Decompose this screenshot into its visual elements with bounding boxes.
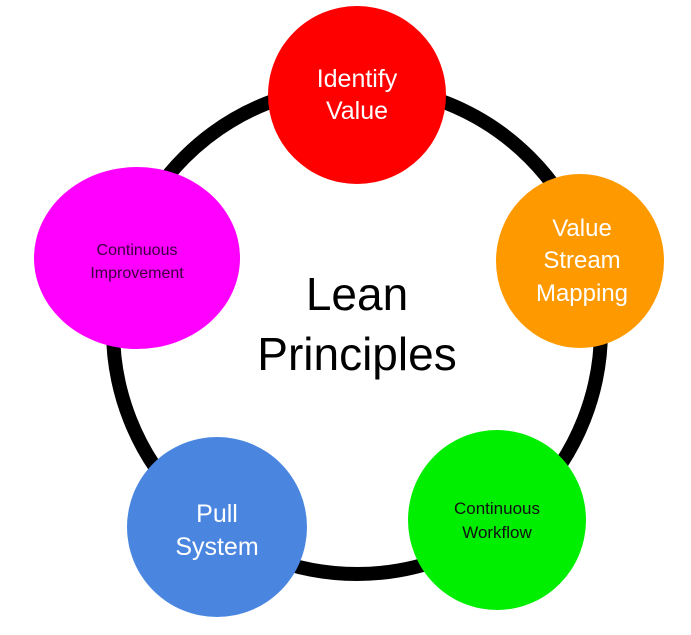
node-label-line-2: Stream: [543, 247, 620, 274]
node-identify-value: Identify Value: [268, 6, 446, 184]
node-label-line-2: Workflow: [462, 523, 532, 542]
node-circle: [408, 430, 586, 610]
node-circle: [127, 437, 307, 617]
node-label-line-3: Mapping: [536, 280, 628, 307]
center-title: Lean Principles: [257, 268, 456, 380]
node-label-line-2: Improvement: [90, 265, 184, 282]
node-continuous-workflow: Continuous Workflow: [408, 430, 586, 610]
node-label-line-1: Pull: [196, 500, 238, 528]
node-pull-system: Pull System: [127, 437, 307, 617]
center-title-line-1: Lean: [306, 268, 408, 320]
node-label-line-2: Value: [326, 97, 388, 125]
node-label-line-1: Value: [552, 215, 612, 242]
node-circle: [34, 167, 240, 349]
node-label-line-1: Identify: [317, 65, 398, 93]
node-label-line-2: System: [175, 533, 258, 561]
node-circle: [268, 6, 446, 184]
center-title-line-2: Principles: [257, 328, 456, 380]
node-circle: [496, 174, 664, 348]
node-continuous-improvement: Continuous Improvement: [34, 167, 240, 349]
node-value-stream-mapping: Value Stream Mapping: [496, 174, 664, 348]
node-label-line-1: Continuous: [97, 242, 178, 259]
node-label-line-1: Continuous: [454, 499, 540, 518]
